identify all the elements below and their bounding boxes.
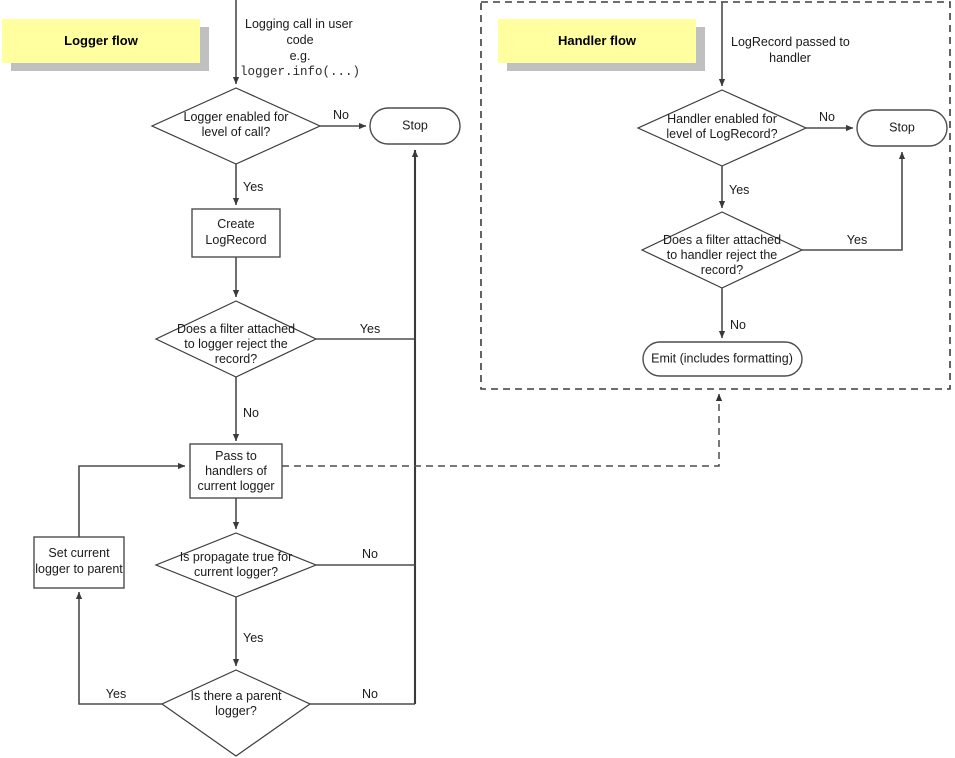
node-handler-enabled[interactable]: Handler enabled for level of LogRecord? [636, 89, 808, 167]
handler-flow-container [480, 1, 951, 390]
edge-set-parent-to-pass [78, 462, 186, 537]
node-create-logrecord-line1: Create [217, 217, 255, 231]
edge-label-handler-filter-yes: Yes [847, 233, 867, 247]
node-logger-stop-label: Stop [402, 118, 428, 132]
node-pass-to-handlers-shape[interactable] [189, 443, 283, 499]
node-emit[interactable]: Emit (includes formatting) [642, 341, 803, 377]
entry-caption-line1: Logging call in user [245, 17, 353, 31]
node-has-parent-shape[interactable] [160, 669, 312, 757]
node-logger-enabled-line1: Logger enabled for [184, 110, 289, 124]
entry-caption-line3: e.g. [290, 49, 311, 63]
node-propagate[interactable]: Is propagate true for current logger? [154, 532, 318, 598]
edge-label-propagate-no: No [362, 547, 378, 561]
handler-entry-caption-line2: handler [769, 51, 811, 65]
edge-label-logger-enabled-yes: Yes [243, 180, 263, 194]
node-pass-to-handlers-line3: current logger [197, 479, 274, 493]
edge-has-parent-yes [75, 591, 162, 705]
edge-label-has-parent-yes: Yes [106, 687, 126, 701]
node-create-logrecord-shape[interactable] [191, 208, 281, 258]
node-set-parent-line2: logger to parent [35, 562, 123, 576]
logger-flow-banner-label: Logger flow [64, 33, 139, 48]
edge-label-handler-filter-no: No [730, 318, 746, 332]
node-handler-filter-line3: record? [701, 263, 743, 277]
node-handler-filter-line2: to handler reject the [667, 248, 778, 262]
node-handler-filter-line1: Does a filter attached [663, 233, 781, 247]
node-create-logrecord-line2: LogRecord [205, 233, 266, 247]
edge-handler-filter-yes [802, 151, 906, 251]
edge-label-propagate-yes: Yes [243, 631, 263, 645]
edge-label-has-parent-no: No [362, 687, 378, 701]
node-logger-filter-line3: record? [215, 352, 257, 366]
node-create-logrecord[interactable]: Create LogRecord [191, 208, 281, 258]
node-has-parent-line2: logger? [215, 704, 257, 718]
node-handler-enabled-line2: level of LogRecord? [666, 127, 777, 141]
node-handler-filter[interactable]: Does a filter attached to handler reject… [640, 211, 804, 289]
logger-flow-banner-fill [2, 19, 200, 63]
node-logger-filter-line1: Does a filter attached [177, 322, 295, 336]
node-pass-to-handlers-line1: Pass to [215, 449, 257, 463]
node-logger-filter[interactable]: Does a filter attached to logger reject … [154, 300, 318, 378]
node-has-parent-line1: Is there a parent [190, 689, 282, 703]
handler-entry-caption-line1: LogRecord passed to [731, 35, 850, 49]
node-logger-filter-line2: to logger reject the [184, 337, 288, 351]
node-handler-stop[interactable]: Stop [856, 109, 948, 147]
node-logger-enabled[interactable]: Logger enabled for level of call? [150, 87, 322, 165]
edge-label-logger-filter-yes: Yes [360, 322, 380, 336]
entry-caption-line2: code [286, 33, 313, 47]
logger-flow-banner: Logger flow [2, 19, 209, 71]
node-pass-to-handlers[interactable]: Pass to handlers of current logger [189, 443, 283, 499]
edge-label-handler-enabled-no: No [819, 110, 835, 124]
node-has-parent[interactable]: Is there a parent logger? [160, 669, 312, 757]
node-propagate-line2: current logger? [194, 565, 278, 579]
node-handler-stop-label: Stop [889, 120, 915, 134]
entry-caption-code: logger.info(...) [240, 65, 360, 79]
edge-pass-to-handler-flow [282, 393, 723, 467]
node-handler-enabled-line1: Handler enabled for [667, 112, 777, 126]
node-logger-enabled-line2: level of call? [202, 125, 271, 139]
node-propagate-line1: Is propagate true for [180, 550, 293, 564]
edge-label-logger-filter-no: No [243, 406, 259, 420]
node-handler-stop-shape[interactable] [856, 109, 948, 147]
edge-label-logger-enabled-no: No [333, 108, 349, 122]
node-set-parent-line1: Set current [48, 546, 110, 560]
node-logger-stop-shape[interactable] [369, 107, 461, 145]
node-emit-shape[interactable] [642, 341, 803, 377]
node-set-parent[interactable]: Set current logger to parent [33, 536, 125, 589]
handler-flow-banner-label: Handler flow [558, 33, 637, 48]
handler-flow-banner-fill [498, 19, 696, 63]
node-emit-label: Emit (includes formatting) [651, 351, 793, 365]
node-pass-to-handlers-line2: handlers of [205, 464, 267, 478]
node-logger-stop[interactable]: Stop [369, 107, 461, 145]
handler-flow-banner: Handler flow [498, 19, 705, 71]
edge-label-handler-enabled-yes: Yes [729, 183, 749, 197]
